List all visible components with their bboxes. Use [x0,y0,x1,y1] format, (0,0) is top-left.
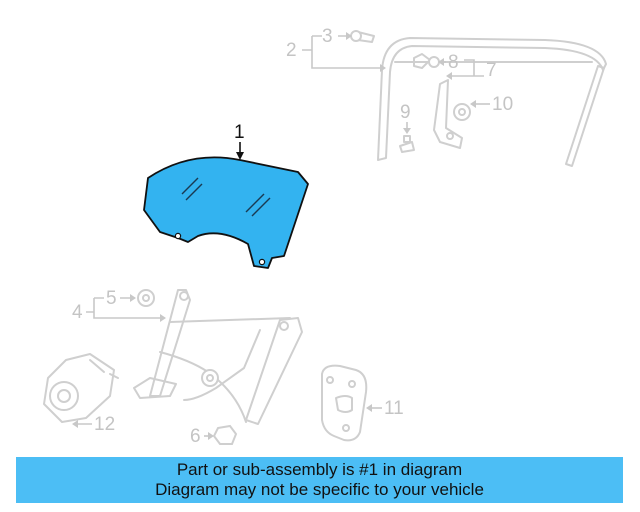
svg-text:9: 9 [400,102,411,123]
svg-text:6: 6 [190,426,201,447]
svg-text:8: 8 [448,52,459,73]
callout-9: 9 [400,102,411,134]
svg-text:11: 11 [384,398,404,419]
callout-8: 8 [438,52,459,73]
callout-1: 1 [234,122,245,160]
callout-4: 4 [72,298,166,323]
nut-10 [453,103,471,121]
svg-text:1: 1 [234,122,245,143]
screw-9 [399,135,415,153]
svg-text:2: 2 [286,40,297,61]
door-handle-cover [321,364,368,442]
callout-11: 11 [366,398,404,419]
svg-text:3: 3 [322,26,333,47]
callout-12: 12 [72,414,115,435]
window-regulator [133,289,303,425]
screw-3 [350,30,375,43]
door-glass-part-1 [143,156,309,269]
svg-text:7: 7 [486,60,497,81]
rear-channel-bracket [433,79,463,149]
callout-2: 2 [286,36,386,72]
nut-6 [212,424,238,445]
disclaimer-banner: Part or sub-assembly is #1 in diagram Di… [16,457,623,503]
nut-5 [137,289,155,307]
regulator-motor [43,353,119,423]
svg-text:10: 10 [492,94,513,115]
banner-part-notice: Part or sub-assembly is #1 in diagram [176,460,463,479]
svg-text:12: 12 [94,414,115,435]
callout-5: 5 [94,288,136,309]
svg-text:5: 5 [106,288,117,309]
callout-7: 7 [446,59,497,81]
svg-text:4: 4 [72,302,83,323]
callout-3: 3 [312,26,352,47]
parts-diagram: 1 2 3 8 7 9 10 4 5 [43,26,607,447]
callout-10: 10 [470,94,513,115]
callout-6: 6 [190,426,214,447]
banner-vehicle-disclaimer: Diagram may not be specific to your vehi… [155,480,484,499]
